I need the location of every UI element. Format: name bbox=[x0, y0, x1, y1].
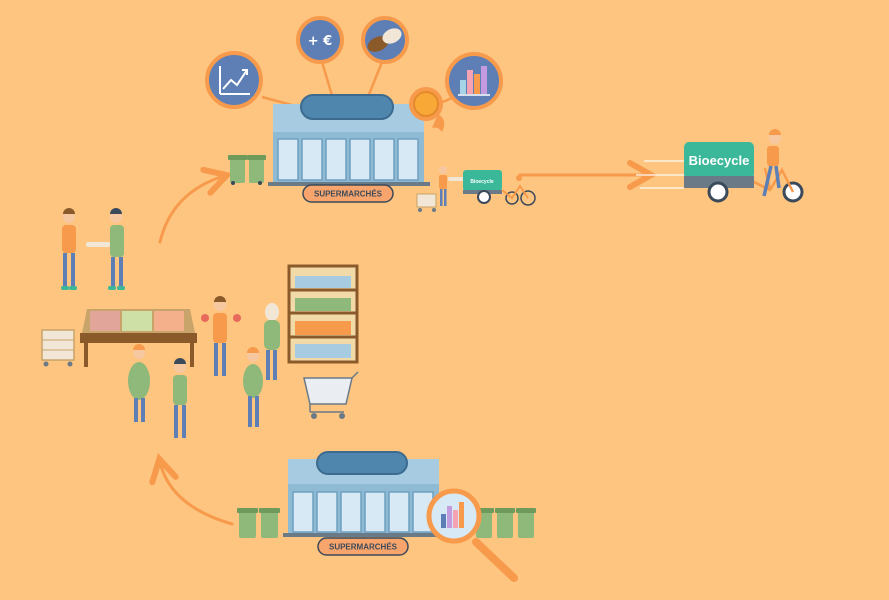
store-label-bottom: SUPERMARCHÉS bbox=[329, 543, 398, 552]
mini-delivery-truck: Bioecycle bbox=[463, 170, 536, 206]
bins-top bbox=[228, 155, 266, 185]
worker-with-cart bbox=[416, 166, 464, 212]
magnifier-chart-icon bbox=[426, 488, 518, 582]
grocery-shelf bbox=[287, 264, 359, 364]
bar-chart-icon bbox=[445, 52, 503, 110]
chart-growth-icon bbox=[205, 51, 263, 109]
bins-bottom-left bbox=[237, 508, 280, 538]
bins-bottom-right bbox=[474, 508, 536, 538]
shopping-cart bbox=[303, 371, 359, 419]
crate-cart bbox=[41, 329, 75, 367]
svg-text:Bioecycle: Bioecycle bbox=[470, 179, 494, 185]
market-scene bbox=[41, 264, 359, 438]
plus-euro-icon: + € bbox=[296, 16, 344, 64]
bioecycle-delivery-trike: Bioecycle bbox=[636, 129, 804, 203]
arrow-from-bottom-store bbox=[160, 462, 234, 526]
store-label-top: SUPERMARCHÉS bbox=[314, 190, 383, 199]
people-handshake bbox=[61, 208, 125, 290]
shoppers bbox=[128, 296, 280, 438]
handshake-icon bbox=[361, 16, 409, 64]
arrow-to-top-store bbox=[158, 176, 224, 244]
produce-stand bbox=[80, 309, 197, 367]
award-badge-icon bbox=[409, 87, 445, 132]
truck-logo: Bioecycle bbox=[689, 153, 750, 168]
supermarket-bottom: SUPERMARCHÉS bbox=[237, 451, 536, 556]
supermarket-top: SUPERMARCHÉS bbox=[228, 61, 453, 203]
svg-text:+ €: + € bbox=[308, 34, 332, 49]
flow-arrows bbox=[158, 175, 648, 526]
